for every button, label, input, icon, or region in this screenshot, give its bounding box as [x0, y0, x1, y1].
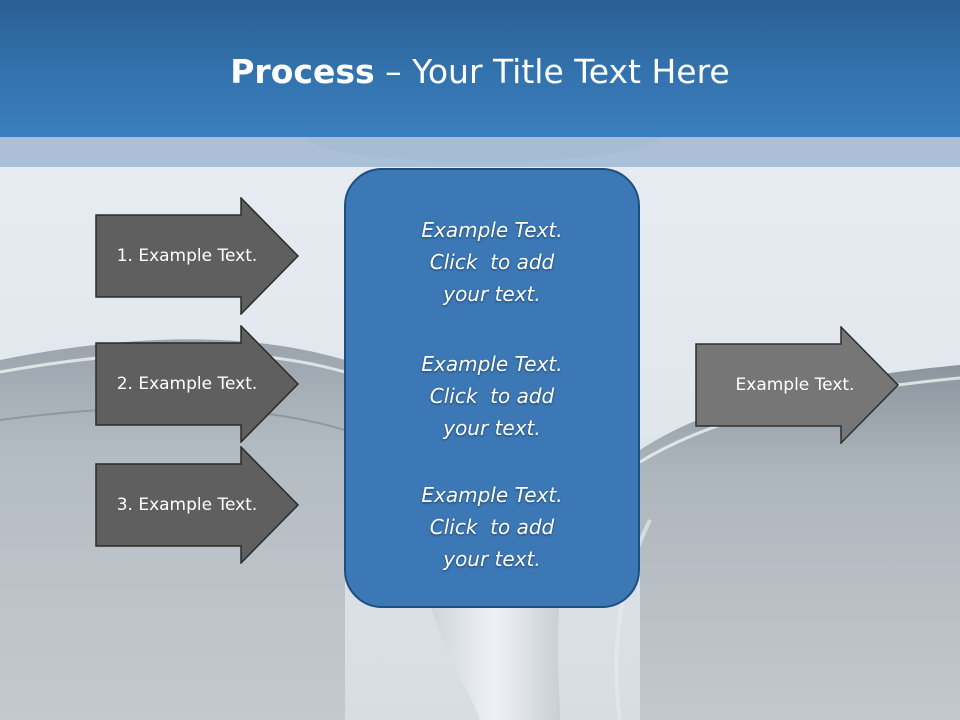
center-text-block-3: Example Text. Click to add your text.	[346, 479, 638, 575]
arrow-shape-icon	[695, 326, 900, 444]
center-line: Click to add	[429, 515, 555, 539]
left-arrow-label: 2. Example Text.	[116, 374, 258, 394]
center-line: Click to add	[429, 384, 555, 408]
title-header	[0, 0, 960, 137]
right-arrow-label: Example Text.	[735, 375, 855, 395]
title-bold: Process	[230, 52, 375, 91]
left-arrow-label: 3. Example Text.	[116, 495, 258, 515]
center-text-box[interactable]: Example Text. Click to add your text. Ex…	[344, 168, 640, 608]
center-line: your text.	[443, 282, 541, 306]
center-text-block-2: Example Text. Click to add your text.	[346, 348, 638, 444]
center-line: Example Text.	[421, 352, 563, 376]
left-arrow-2[interactable]: 2. Example Text.	[95, 325, 300, 443]
left-arrow-3[interactable]: 3. Example Text.	[95, 446, 300, 564]
right-arrow[interactable]: Example Text.	[695, 326, 900, 444]
left-arrow-1[interactable]: 1. Example Text.	[95, 197, 300, 315]
center-line: Click to add	[429, 250, 555, 274]
header-band	[0, 137, 960, 167]
title-rest: – Your Title Text Here	[374, 52, 730, 91]
arrow-shape-icon	[95, 197, 300, 315]
center-line: Example Text.	[421, 483, 563, 507]
arrow-shape-icon	[95, 325, 300, 443]
center-line: Example Text.	[421, 218, 563, 242]
page-title: Process – Your Title Text Here	[0, 52, 960, 91]
center-text-block-1: Example Text. Click to add your text.	[346, 214, 638, 310]
center-line: your text.	[443, 547, 541, 571]
center-line: your text.	[443, 416, 541, 440]
arrow-shape-icon	[95, 446, 300, 564]
left-arrow-label: 1. Example Text.	[116, 246, 258, 266]
